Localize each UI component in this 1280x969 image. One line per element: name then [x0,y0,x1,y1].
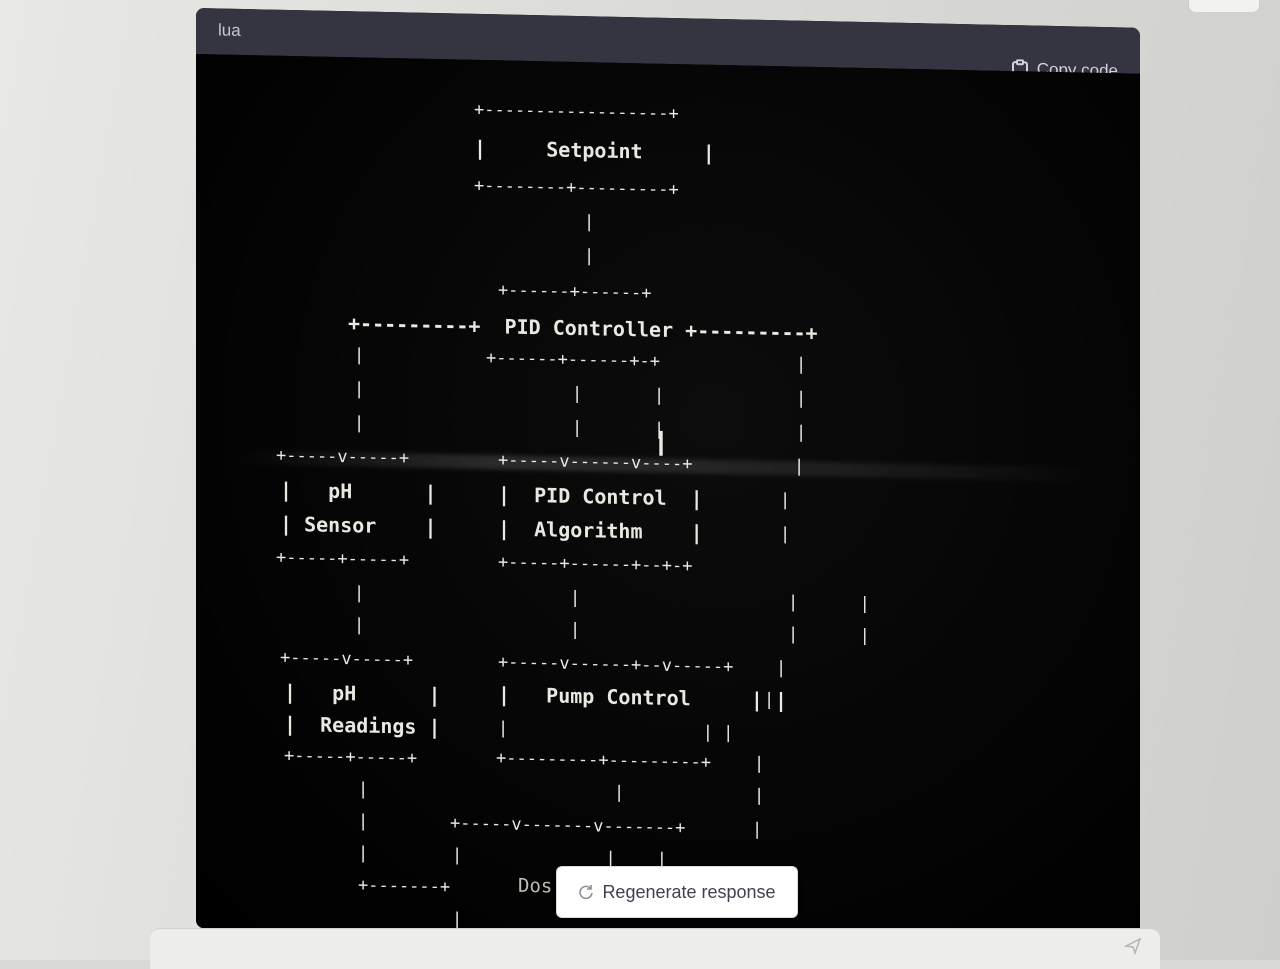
diagram-line: | [354,345,365,366]
diagram-line: | | | [498,718,734,744]
diagram-line: | [358,843,369,864]
send-icon[interactable] [1124,937,1142,955]
diagram-line: +---------+---------+ [496,748,711,773]
window-control[interactable] [1188,0,1260,13]
diagram-line: | Sensor | [280,511,437,540]
diagram-line: +--------+---------+ [474,175,679,201]
diagram-line: +-----v-------v-------+ [450,813,686,839]
diagram-line: | PID Control | [498,482,703,511]
diagram-line: | [572,383,583,405]
diagram-line: | [796,354,807,375]
diagram-line: | [354,615,365,636]
diagram-line: | [354,379,365,400]
diagram-line: | [796,388,807,409]
diagram-line: | [584,212,595,233]
diagram-line: | [570,619,581,641]
diagram-line: | [358,811,369,832]
diagram-line: | [354,583,365,604]
diagram-line: | [358,779,369,800]
code-block: lua Copy code +------------------+ | Set… [196,8,1140,948]
diagram-line: | Setpoint | [474,135,715,165]
message-input-area[interactable] [150,928,1160,969]
diagram-line: +-----v-----+ [276,445,410,469]
diagram-line: | [780,524,791,545]
diagram-line: +-----v------+--v-----+ [498,652,734,678]
diagram-line: | Readings | [284,711,441,740]
diagram-line: | [572,417,583,439]
diagram-line: | pH | [284,679,441,708]
ascii-diagram: +------------------+ | Setpoint | +-----… [196,54,1140,948]
diagram-line: | | [788,624,870,647]
diagram-line: | [776,658,787,679]
diagram-line: | [654,385,665,406]
diagram-line: | [354,413,365,434]
diagram-line: | [452,909,463,930]
code-content[interactable]: +------------------+ | Setpoint | +-----… [196,54,1140,948]
diagram-line: +-----+-----+ [284,745,418,769]
regenerate-response-button[interactable]: Regenerate response [556,866,798,918]
diagram-line: | [794,456,805,477]
diagram-line: | [754,753,765,774]
diagram-line: +------+------+ [498,280,652,304]
diagram-line: | [570,587,581,609]
diagram-line: | [796,422,807,443]
diagram-line: +-------+ [358,875,451,898]
diagram-line: | [584,246,595,267]
diagram-line: | [754,785,765,806]
diagram-line: +-----v-----+ [280,647,414,671]
diagram-line: +---------+ PID Controller +---------+ [348,311,818,346]
refresh-icon [579,885,594,900]
diagram-line: | [752,819,763,840]
diagram-line: | | [788,592,870,615]
truncated-label: Dos [518,874,553,898]
code-language-label: lua [218,20,241,40]
text-cursor-icon: I [656,424,667,465]
regenerate-label: Regenerate response [602,881,776,902]
diagram-line: | pH | [280,477,437,506]
diagram-line: +------+------+-+ [486,348,660,372]
diagram-line: | [614,782,625,803]
diagram-line: +-----+-----+ [276,547,410,571]
diagram-line: +------------------+ [474,99,679,125]
diagram-line: | Pump Control | | [498,682,787,713]
diagram-line: | Algorithm | [498,516,703,545]
diagram-line: +-----+------+--+-+ [498,552,693,577]
diagram-line: | [780,490,791,511]
